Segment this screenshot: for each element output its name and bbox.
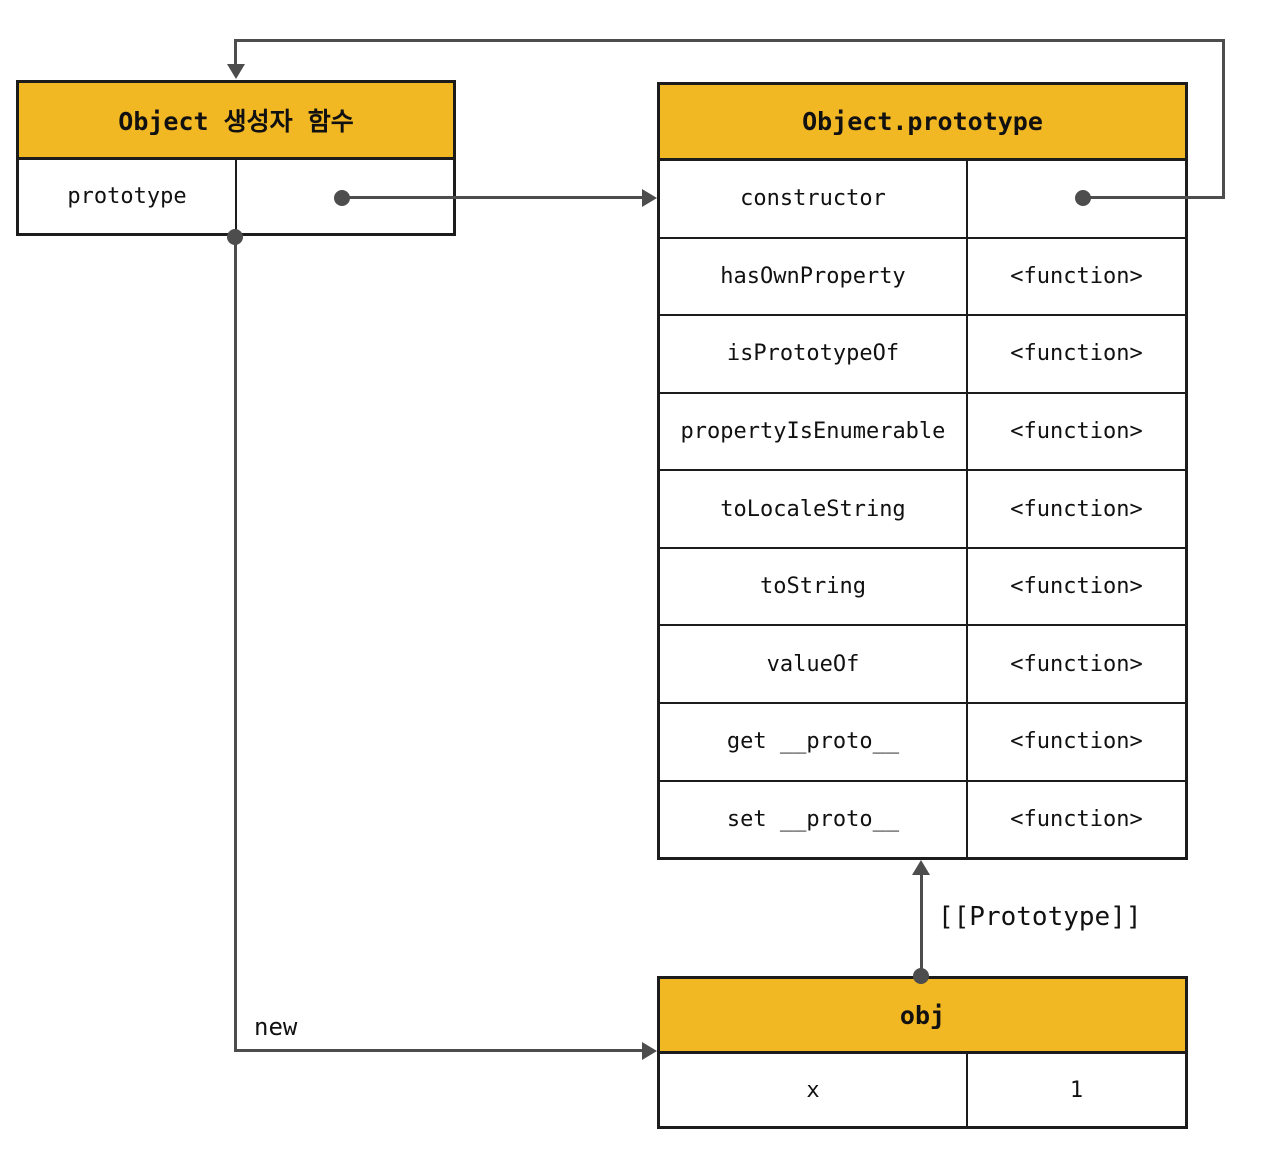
constructor-loop-left-vertical xyxy=(234,39,237,67)
table-row: x 1 xyxy=(660,1054,1185,1126)
object-constructor-box: Object 생성자 함수 prototype xyxy=(16,80,456,236)
member-name: hasOwnProperty xyxy=(660,238,968,315)
member-value: <function> xyxy=(1010,651,1143,677)
obj-title: obj xyxy=(660,979,1185,1054)
table-row: prototype xyxy=(19,160,453,233)
object-constructor-title: Object 생성자 함수 xyxy=(19,83,453,160)
new-edge-dot xyxy=(227,229,243,245)
prototype-to-constructor-arrowhead-icon xyxy=(642,189,657,207)
table-row: toLocaleString <function> xyxy=(660,471,1185,549)
member-value: <function> xyxy=(1010,418,1143,444)
member-value: <function> xyxy=(1010,341,1143,367)
table-row: toString <function> xyxy=(660,548,1185,627)
new-edge-arrowhead-icon xyxy=(642,1042,657,1060)
member-name: get __proto__ xyxy=(660,703,968,780)
member-name: propertyIsEnumerable xyxy=(660,393,968,470)
prototype-property-name: prototype xyxy=(19,160,237,233)
new-edge-vertical xyxy=(234,237,237,1051)
member-name: set __proto__ xyxy=(660,781,968,858)
obj-property-name: x xyxy=(660,1054,968,1126)
member-name: constructor xyxy=(660,161,968,237)
table-row: isPrototypeOf <function> xyxy=(660,316,1185,394)
constructor-loop-right-vertical xyxy=(1222,39,1225,199)
member-name: isPrototypeOf xyxy=(660,316,968,392)
table-row: constructor xyxy=(660,161,1185,239)
prototype-to-constructor-line xyxy=(342,196,644,199)
obj-instance-box: obj x 1 xyxy=(657,976,1188,1129)
prototype-link-arrowhead-icon xyxy=(912,860,930,875)
obj-property-value: 1 xyxy=(1069,1077,1084,1103)
prototype-link-label: [[Prototype]] xyxy=(938,902,1142,932)
table-row: hasOwnProperty <function> xyxy=(660,238,1185,317)
member-value: <function> xyxy=(1010,496,1143,522)
table-row: get __proto__ <function> xyxy=(660,703,1185,782)
prototype-link-vertical xyxy=(920,866,923,976)
prototype-pointer-dot xyxy=(334,190,350,206)
member-value: <function> xyxy=(1010,806,1143,832)
object-prototype-box: Object.prototype constructor hasOwnPrope… xyxy=(657,82,1188,860)
member-value: <function> xyxy=(1010,729,1143,755)
table-row: propertyIsEnumerable <function> xyxy=(660,393,1185,472)
table-row: set __proto__ <function> xyxy=(660,781,1185,858)
member-name: toLocaleString xyxy=(660,471,968,547)
new-label: new xyxy=(254,1013,298,1041)
member-name: toString xyxy=(660,548,968,625)
new-edge-horizontal xyxy=(234,1049,644,1052)
constructor-loop-arrowhead-icon xyxy=(227,64,245,79)
prototype-link-dot xyxy=(913,968,929,984)
object-prototype-title: Object.prototype xyxy=(660,85,1185,161)
member-value: <function> xyxy=(1010,263,1143,289)
member-value: <function> xyxy=(1010,574,1143,600)
member-name: valueOf xyxy=(660,626,968,702)
table-row: valueOf <function> xyxy=(660,626,1185,704)
constructor-pointer-dot xyxy=(1075,190,1091,206)
constructor-loop-top-horizontal xyxy=(234,39,1225,42)
constructor-line-right xyxy=(1083,196,1225,199)
